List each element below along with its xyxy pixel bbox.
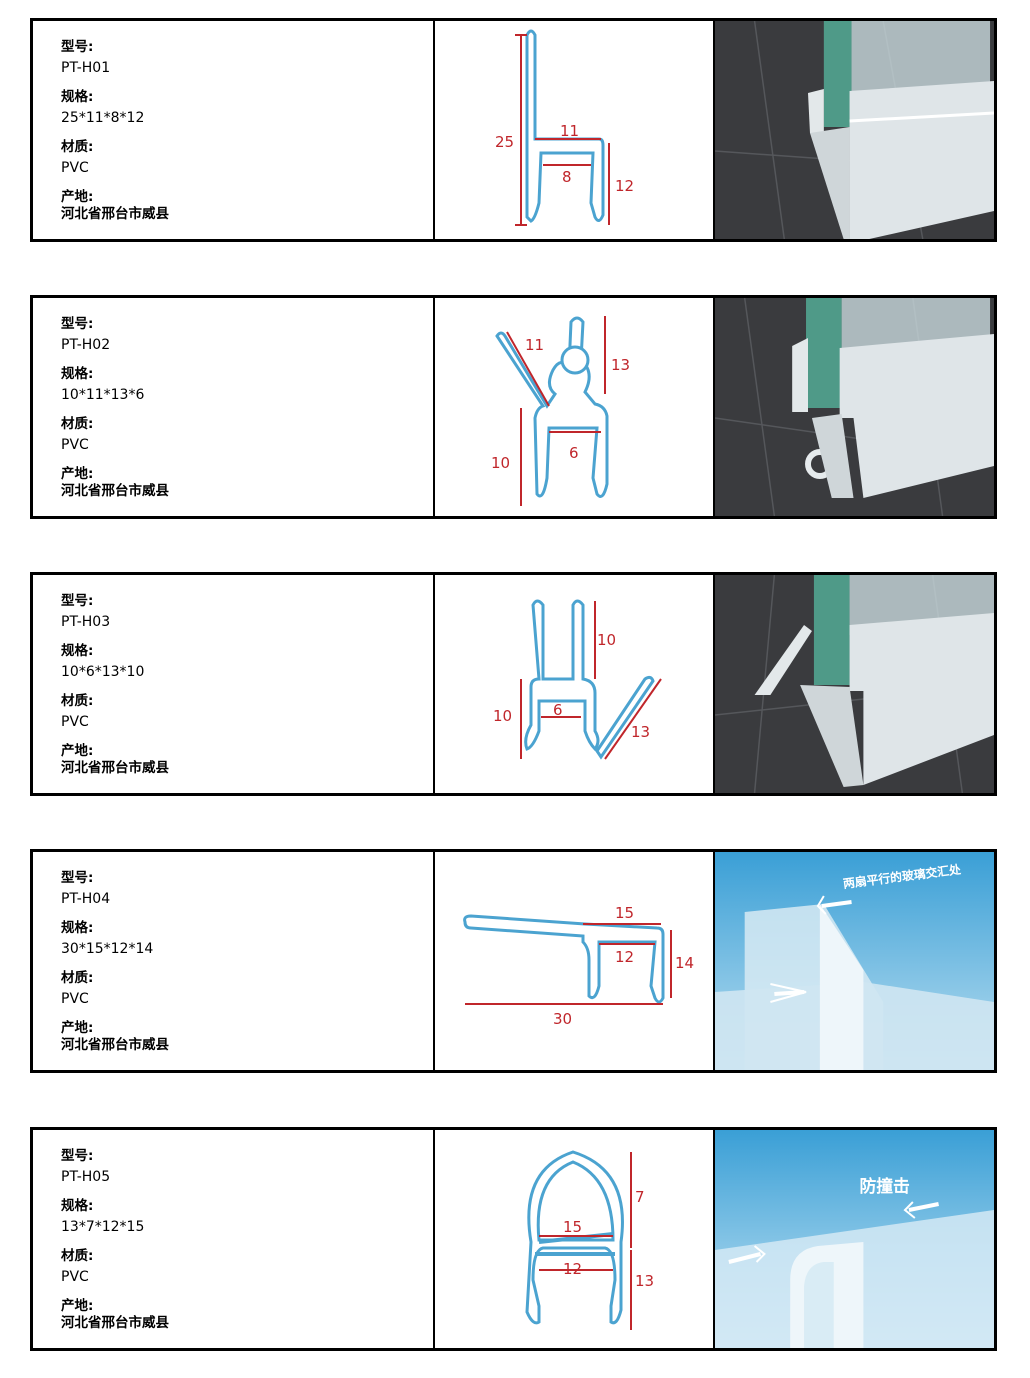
origin-label: 产地: bbox=[61, 189, 94, 205]
origin-label: 产地: bbox=[61, 1298, 94, 1314]
dim-label: 14 bbox=[675, 954, 694, 972]
spec-value: 10*6*13*10 bbox=[61, 664, 145, 680]
dim-label: 30 bbox=[553, 1010, 572, 1028]
dim-label: 10 bbox=[493, 707, 512, 725]
spec-value: 30*15*12*14 bbox=[61, 941, 154, 957]
origin-value: 河北省邢台市威县 bbox=[61, 206, 169, 222]
product-photo: 防撞击 bbox=[715, 1130, 994, 1348]
profile-diagram: 10 6 10 13 bbox=[435, 575, 715, 793]
photo-caption: 防撞击 bbox=[859, 1176, 910, 1196]
spec-label: 规格: bbox=[61, 643, 94, 659]
dim-label: 12 bbox=[615, 177, 634, 195]
spec-label: 规格: bbox=[61, 920, 94, 936]
product-info: 型号: PT-H03 规格: 10*6*13*10 材质: PVC 产地: 河北… bbox=[33, 575, 435, 793]
material-label: 材质: bbox=[61, 1248, 94, 1264]
profile-diagram: 7 15 12 13 bbox=[435, 1130, 715, 1348]
origin-value: 河北省邢台市威县 bbox=[61, 1315, 169, 1331]
material-value: PVC bbox=[61, 1269, 89, 1285]
spec-label: 规格: bbox=[61, 366, 94, 382]
dim-label: 6 bbox=[569, 444, 579, 462]
dim-label: 6 bbox=[553, 701, 563, 719]
profile-diagram: 15 12 14 30 bbox=[435, 852, 715, 1070]
dim-label: 15 bbox=[563, 1218, 582, 1236]
model-label: 型号: bbox=[61, 593, 94, 609]
spec-value: 10*11*13*6 bbox=[61, 387, 145, 403]
origin-value: 河北省邢台市威县 bbox=[61, 483, 169, 499]
origin-label: 产地: bbox=[61, 743, 94, 759]
material-label: 材质: bbox=[61, 970, 94, 986]
origin-label: 产地: bbox=[61, 1020, 94, 1036]
product-card-2: 型号: PT-H02 规格: 10*11*13*6 材质: PVC 产地: 河北… bbox=[30, 295, 997, 519]
product-photo: 两扇平行的玻璃交汇处 bbox=[715, 852, 994, 1070]
origin-value: 河北省邢台市威县 bbox=[61, 760, 169, 776]
dim-label: 13 bbox=[631, 723, 650, 741]
product-info: 型号: PT-H02 规格: 10*11*13*6 材质: PVC 产地: 河北… bbox=[33, 298, 435, 516]
model-label: 型号: bbox=[61, 39, 94, 55]
material-value: PVC bbox=[61, 991, 89, 1007]
material-label: 材质: bbox=[61, 139, 94, 155]
profile-diagram: 11 13 6 10 bbox=[435, 298, 715, 516]
spec-label: 规格: bbox=[61, 89, 94, 105]
product-photo bbox=[715, 21, 994, 239]
material-label: 材质: bbox=[61, 693, 94, 709]
product-photo bbox=[715, 298, 994, 516]
model-value: PT-H03 bbox=[61, 614, 111, 630]
product-card-5: 型号: PT-H05 规格: 13*7*12*15 材质: PVC 产地: 河北… bbox=[30, 1127, 997, 1351]
dim-label: 25 bbox=[495, 133, 514, 151]
dim-label: 8 bbox=[562, 168, 572, 186]
material-value: PVC bbox=[61, 160, 89, 176]
model-value: PT-H04 bbox=[61, 891, 111, 907]
product-info: 型号: PT-H01 规格: 25*11*8*12 材质: PVC 产地: 河北… bbox=[33, 21, 435, 239]
dim-label: 11 bbox=[560, 122, 579, 140]
model-value: PT-H02 bbox=[61, 337, 111, 353]
material-value: PVC bbox=[61, 437, 89, 453]
dim-label: 15 bbox=[615, 904, 634, 922]
dim-label: 10 bbox=[491, 454, 510, 472]
dim-label: 12 bbox=[563, 1260, 582, 1278]
material-value: PVC bbox=[61, 714, 89, 730]
spec-value: 13*7*12*15 bbox=[61, 1219, 145, 1235]
product-photo bbox=[715, 575, 994, 793]
product-card-3: 型号: PT-H03 规格: 10*6*13*10 材质: PVC 产地: 河北… bbox=[30, 572, 997, 796]
dim-label: 11 bbox=[525, 336, 544, 354]
material-label: 材质: bbox=[61, 416, 94, 432]
dim-label: 13 bbox=[635, 1272, 654, 1290]
dim-label: 10 bbox=[597, 631, 616, 649]
product-card-4: 型号: PT-H04 规格: 30*15*12*14 材质: PVC 产地: 河… bbox=[30, 849, 997, 1073]
model-value: PT-H01 bbox=[61, 60, 111, 76]
origin-value: 河北省邢台市威县 bbox=[61, 1037, 169, 1053]
model-label: 型号: bbox=[61, 870, 94, 886]
dim-label: 7 bbox=[635, 1188, 645, 1206]
spec-label: 规格: bbox=[61, 1198, 94, 1214]
model-value: PT-H05 bbox=[61, 1169, 111, 1185]
dim-label: 13 bbox=[611, 356, 630, 374]
product-info: 型号: PT-H04 规格: 30*15*12*14 材质: PVC 产地: 河… bbox=[33, 852, 435, 1070]
profile-diagram: 25 11 8 12 bbox=[435, 21, 715, 239]
origin-label: 产地: bbox=[61, 466, 94, 482]
model-label: 型号: bbox=[61, 1148, 94, 1164]
spec-value: 25*11*8*12 bbox=[61, 110, 145, 126]
product-card-1: 型号: PT-H01 规格: 25*11*8*12 材质: PVC 产地: 河北… bbox=[30, 18, 997, 242]
product-info: 型号: PT-H05 规格: 13*7*12*15 材质: PVC 产地: 河北… bbox=[33, 1130, 435, 1348]
dim-label: 12 bbox=[615, 948, 634, 966]
model-label: 型号: bbox=[61, 316, 94, 332]
